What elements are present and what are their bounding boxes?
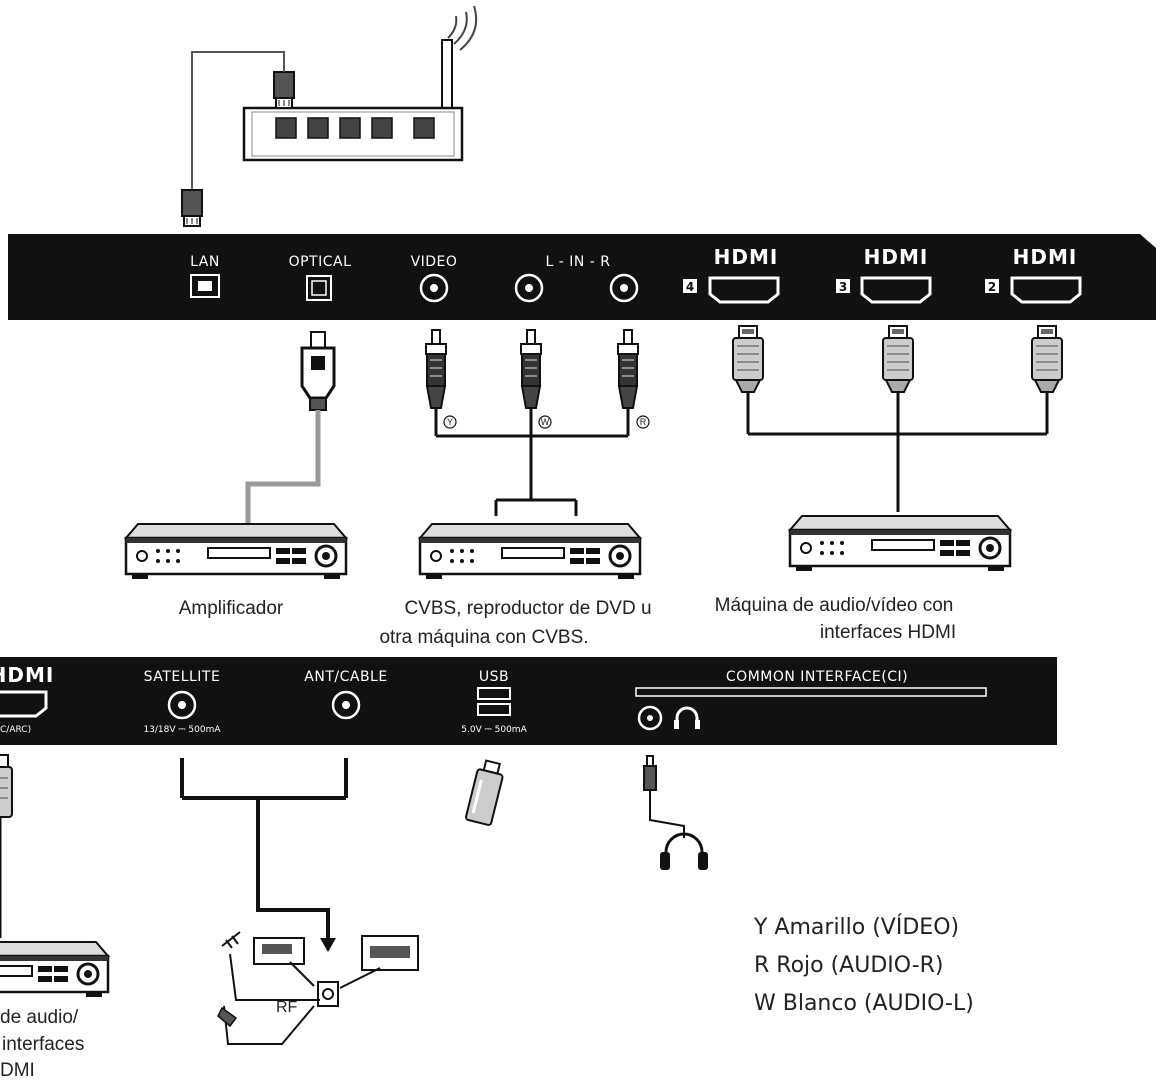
common-interface-label: COMMON INTERFACE(CI) bbox=[726, 669, 908, 685]
lan-label: LAN bbox=[190, 254, 220, 270]
video-label: VIDEO bbox=[411, 254, 458, 270]
router-rj45-plug bbox=[273, 71, 295, 109]
lan-rj45-plug bbox=[181, 189, 203, 227]
hdmi-arc-label: C/ARC) bbox=[0, 725, 31, 735]
satellite-port-icon bbox=[167, 690, 197, 720]
cable-connector-icon bbox=[217, 1006, 238, 1028]
hdmi-av-label-line1: Máquina de audio/vídeo con bbox=[715, 595, 954, 616]
headphones-icon bbox=[660, 832, 708, 870]
hdmi-cable-bundle bbox=[746, 392, 1049, 512]
rca-cable-bundle bbox=[434, 408, 630, 516]
hdmi-4-number: 4 bbox=[686, 280, 694, 294]
left-hdmi-av-device bbox=[0, 940, 110, 999]
headphone-symbol-icon bbox=[675, 706, 699, 728]
hdmi-av-label-line2: interfaces HDMI bbox=[820, 622, 956, 643]
cvbs-dvd-device bbox=[418, 522, 642, 581]
optical-port-icon bbox=[306, 275, 332, 301]
hdmi-4-plug bbox=[732, 325, 764, 393]
antenna-splitter: RF bbox=[217, 931, 419, 1045]
hdmi-2-port-icon bbox=[1010, 276, 1082, 304]
video-rca-port-icon bbox=[419, 273, 449, 303]
left-av-label-line1: de audio/ bbox=[0, 1007, 79, 1028]
ci-slot-icon bbox=[635, 687, 987, 697]
antenna-cable-bundle bbox=[180, 758, 348, 940]
left-av-label-line2: interfaces bbox=[2, 1034, 84, 1055]
optical-label: OPTICAL bbox=[289, 254, 352, 270]
audio-r-rca-port-icon bbox=[609, 273, 639, 303]
audio-l-rca-plug-white bbox=[520, 329, 542, 409]
usb-label: USB bbox=[479, 669, 509, 685]
amplifier-device bbox=[124, 522, 348, 581]
optical-plug bbox=[300, 331, 336, 411]
audio-r-rca-plug-red bbox=[617, 329, 639, 409]
router bbox=[242, 5, 478, 162]
lan-cable bbox=[191, 51, 285, 190]
hdmi-1-port-icon bbox=[0, 690, 48, 718]
left-av-label-line3: DMI bbox=[0, 1060, 35, 1081]
antenna-icon bbox=[221, 931, 241, 949]
hdmi-2-plug bbox=[1031, 325, 1063, 393]
headphone-jack-icon bbox=[637, 705, 663, 731]
hdmi-av-device bbox=[788, 514, 1012, 573]
audio-l-rca-port-icon bbox=[514, 273, 544, 303]
top-rear-panel: LAN OPTICAL VIDEO L - IN - R HDMI 4 HDMI… bbox=[8, 234, 1156, 320]
video-rca-plug-yellow bbox=[425, 329, 447, 409]
color-legend: Y Amarillo (VÍDEO) R Rojo (AUDIO-R) W Bl… bbox=[753, 914, 974, 1016]
hdmi-1-logo: HDMI bbox=[0, 663, 54, 687]
satellite-label: SATELLITE bbox=[144, 669, 221, 685]
headphone-plug bbox=[643, 755, 657, 791]
audio-in-label: L - IN - R bbox=[545, 254, 610, 270]
cvbs-label-line2: otra máquina con CVBS. bbox=[379, 627, 588, 648]
hdmi-3-port-icon bbox=[860, 276, 932, 304]
amplifier-label: Amplificador bbox=[179, 598, 284, 619]
wifi-signal-icon bbox=[447, 5, 478, 51]
legend-red: R Rojo (AUDIO-R) bbox=[754, 953, 944, 978]
hdmi-2-number: 2 bbox=[988, 280, 996, 294]
headphone-cable bbox=[649, 790, 685, 838]
hdmi-3-number: 3 bbox=[839, 280, 847, 294]
hdmi-4-port-icon bbox=[708, 276, 780, 304]
ant-cable-label: ANT/CABLE bbox=[304, 669, 387, 685]
plug-mark-y: Y bbox=[447, 417, 453, 427]
legend-white: W Blanco (AUDIO-L) bbox=[754, 991, 974, 1016]
plug-mark-r: R bbox=[640, 417, 647, 427]
side-rear-panel: HDMI C/ARC) SATELLITE 13/18V ⎓ 500mA ANT… bbox=[0, 657, 1057, 745]
hdmi-1-plug bbox=[0, 754, 13, 818]
satellite-spec: 13/18V ⎓ 500mA bbox=[143, 725, 221, 735]
arrow-down-icon bbox=[320, 938, 336, 952]
lan-port-icon bbox=[190, 274, 220, 298]
usb-stick-icon bbox=[464, 759, 504, 826]
rf-label: RF bbox=[276, 999, 298, 1016]
optical-cable bbox=[245, 410, 321, 524]
plug-mark-w: W bbox=[541, 417, 550, 427]
usb-spec: 5.0V ⎓ 500mA bbox=[461, 725, 527, 735]
hdmi-3-plug bbox=[882, 325, 914, 393]
router-lan-ports bbox=[275, 117, 435, 139]
hdmi-3-logo: HDMI bbox=[864, 245, 929, 269]
hdmi-2-logo: HDMI bbox=[1013, 245, 1078, 269]
legend-yellow: Y Amarillo (VÍDEO) bbox=[753, 914, 959, 940]
cvbs-label-line1: CVBS, reproductor de DVD u bbox=[404, 598, 651, 619]
ant-cable-port-icon bbox=[331, 690, 361, 720]
usb-port-icon bbox=[477, 687, 511, 716]
hdmi-4-logo: HDMI bbox=[714, 245, 779, 269]
